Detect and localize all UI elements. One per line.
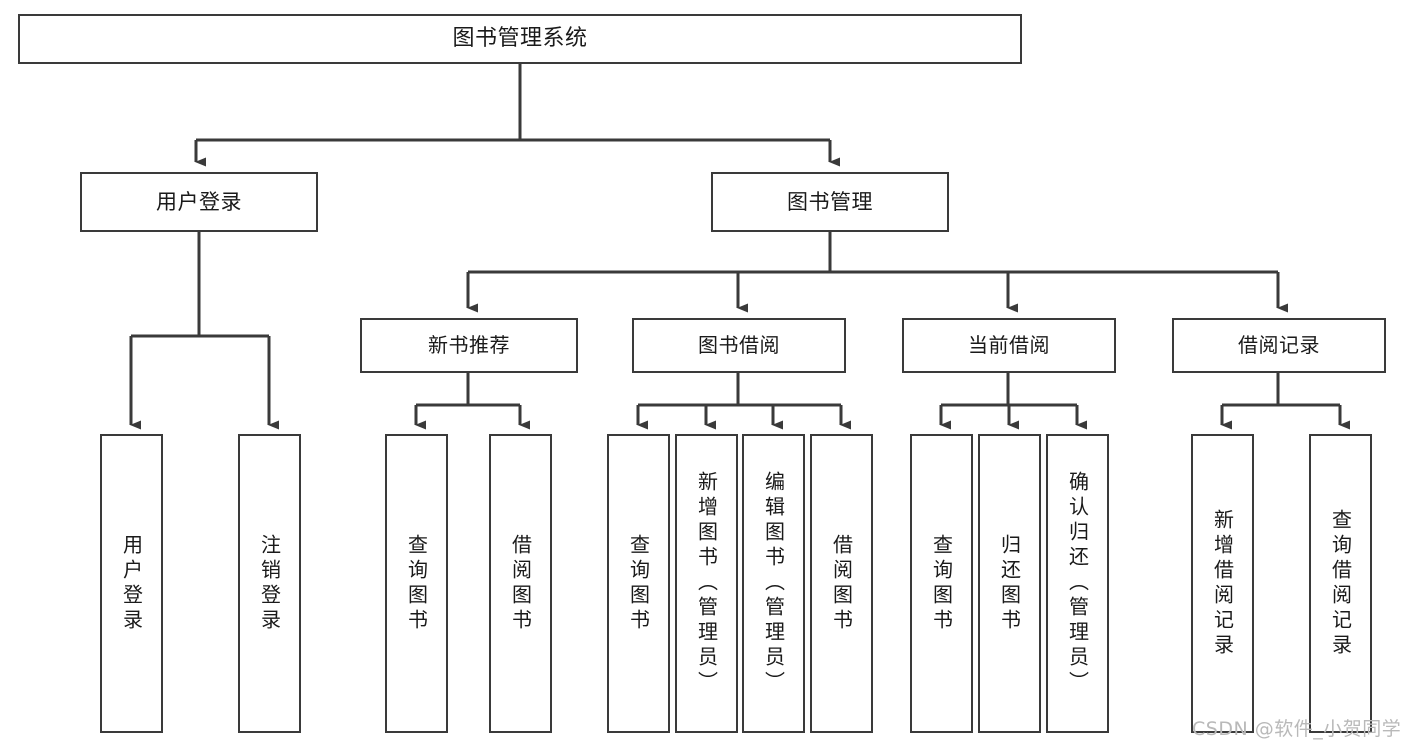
- node-label: 用户登录: [156, 189, 242, 214]
- node-borrow-record[interactable]: 借阅记录: [1172, 318, 1386, 373]
- node-label: 查询图书: [626, 533, 651, 634]
- node-label: 图书管理系统: [452, 26, 588, 52]
- node-label: 新增图书（管理员）: [694, 471, 719, 696]
- node-label: 查询图书: [404, 533, 429, 634]
- node-label: 用户登录: [119, 533, 144, 634]
- node-label: 新书推荐: [428, 332, 510, 357]
- node-leaf-confirm-return[interactable]: 确认归还（管理员）: [1046, 434, 1109, 733]
- node-leaf-query-record[interactable]: 查询借阅记录: [1309, 434, 1372, 733]
- node-label: 确认归还（管理员）: [1065, 471, 1090, 696]
- csdn-watermark: CSDN @软件_小贺同学: [1192, 718, 1402, 740]
- node-leaf-logout[interactable]: 注销登录: [238, 434, 301, 733]
- node-label: 借阅图书: [829, 533, 854, 634]
- node-label: 借阅记录: [1238, 332, 1320, 357]
- node-label: 当前借阅: [968, 332, 1050, 357]
- node-label: 图书借阅: [698, 332, 780, 357]
- node-leaf-return-book[interactable]: 归还图书: [978, 434, 1041, 733]
- node-book-manage[interactable]: 图书管理: [711, 172, 949, 232]
- node-leaf-borrow-book-1[interactable]: 借阅图书: [489, 434, 552, 733]
- node-root-system[interactable]: 图书管理系统: [18, 14, 1022, 64]
- node-new-book-recommend[interactable]: 新书推荐: [360, 318, 578, 373]
- node-current-borrow[interactable]: 当前借阅: [902, 318, 1116, 373]
- node-leaf-query-book-3[interactable]: 查询图书: [910, 434, 973, 733]
- node-label: 查询图书: [929, 533, 954, 634]
- node-label: 借阅图书: [508, 533, 533, 634]
- node-label: 归还图书: [997, 533, 1022, 634]
- node-leaf-edit-book[interactable]: 编辑图书（管理员）: [742, 434, 805, 733]
- node-label: 注销登录: [257, 533, 282, 634]
- node-leaf-query-book-1[interactable]: 查询图书: [385, 434, 448, 733]
- node-label: 编辑图书（管理员）: [761, 471, 786, 696]
- node-leaf-query-book-2[interactable]: 查询图书: [607, 434, 670, 733]
- node-label: 新增借阅记录: [1210, 508, 1235, 659]
- node-label: 查询借阅记录: [1328, 508, 1353, 659]
- node-leaf-add-book[interactable]: 新增图书（管理员）: [675, 434, 738, 733]
- node-leaf-add-record[interactable]: 新增借阅记录: [1191, 434, 1254, 733]
- node-label: 图书管理: [787, 189, 873, 214]
- node-leaf-user-login[interactable]: 用户登录: [100, 434, 163, 733]
- node-user-login[interactable]: 用户登录: [80, 172, 318, 232]
- node-book-borrow[interactable]: 图书借阅: [632, 318, 846, 373]
- node-leaf-borrow-book-2[interactable]: 借阅图书: [810, 434, 873, 733]
